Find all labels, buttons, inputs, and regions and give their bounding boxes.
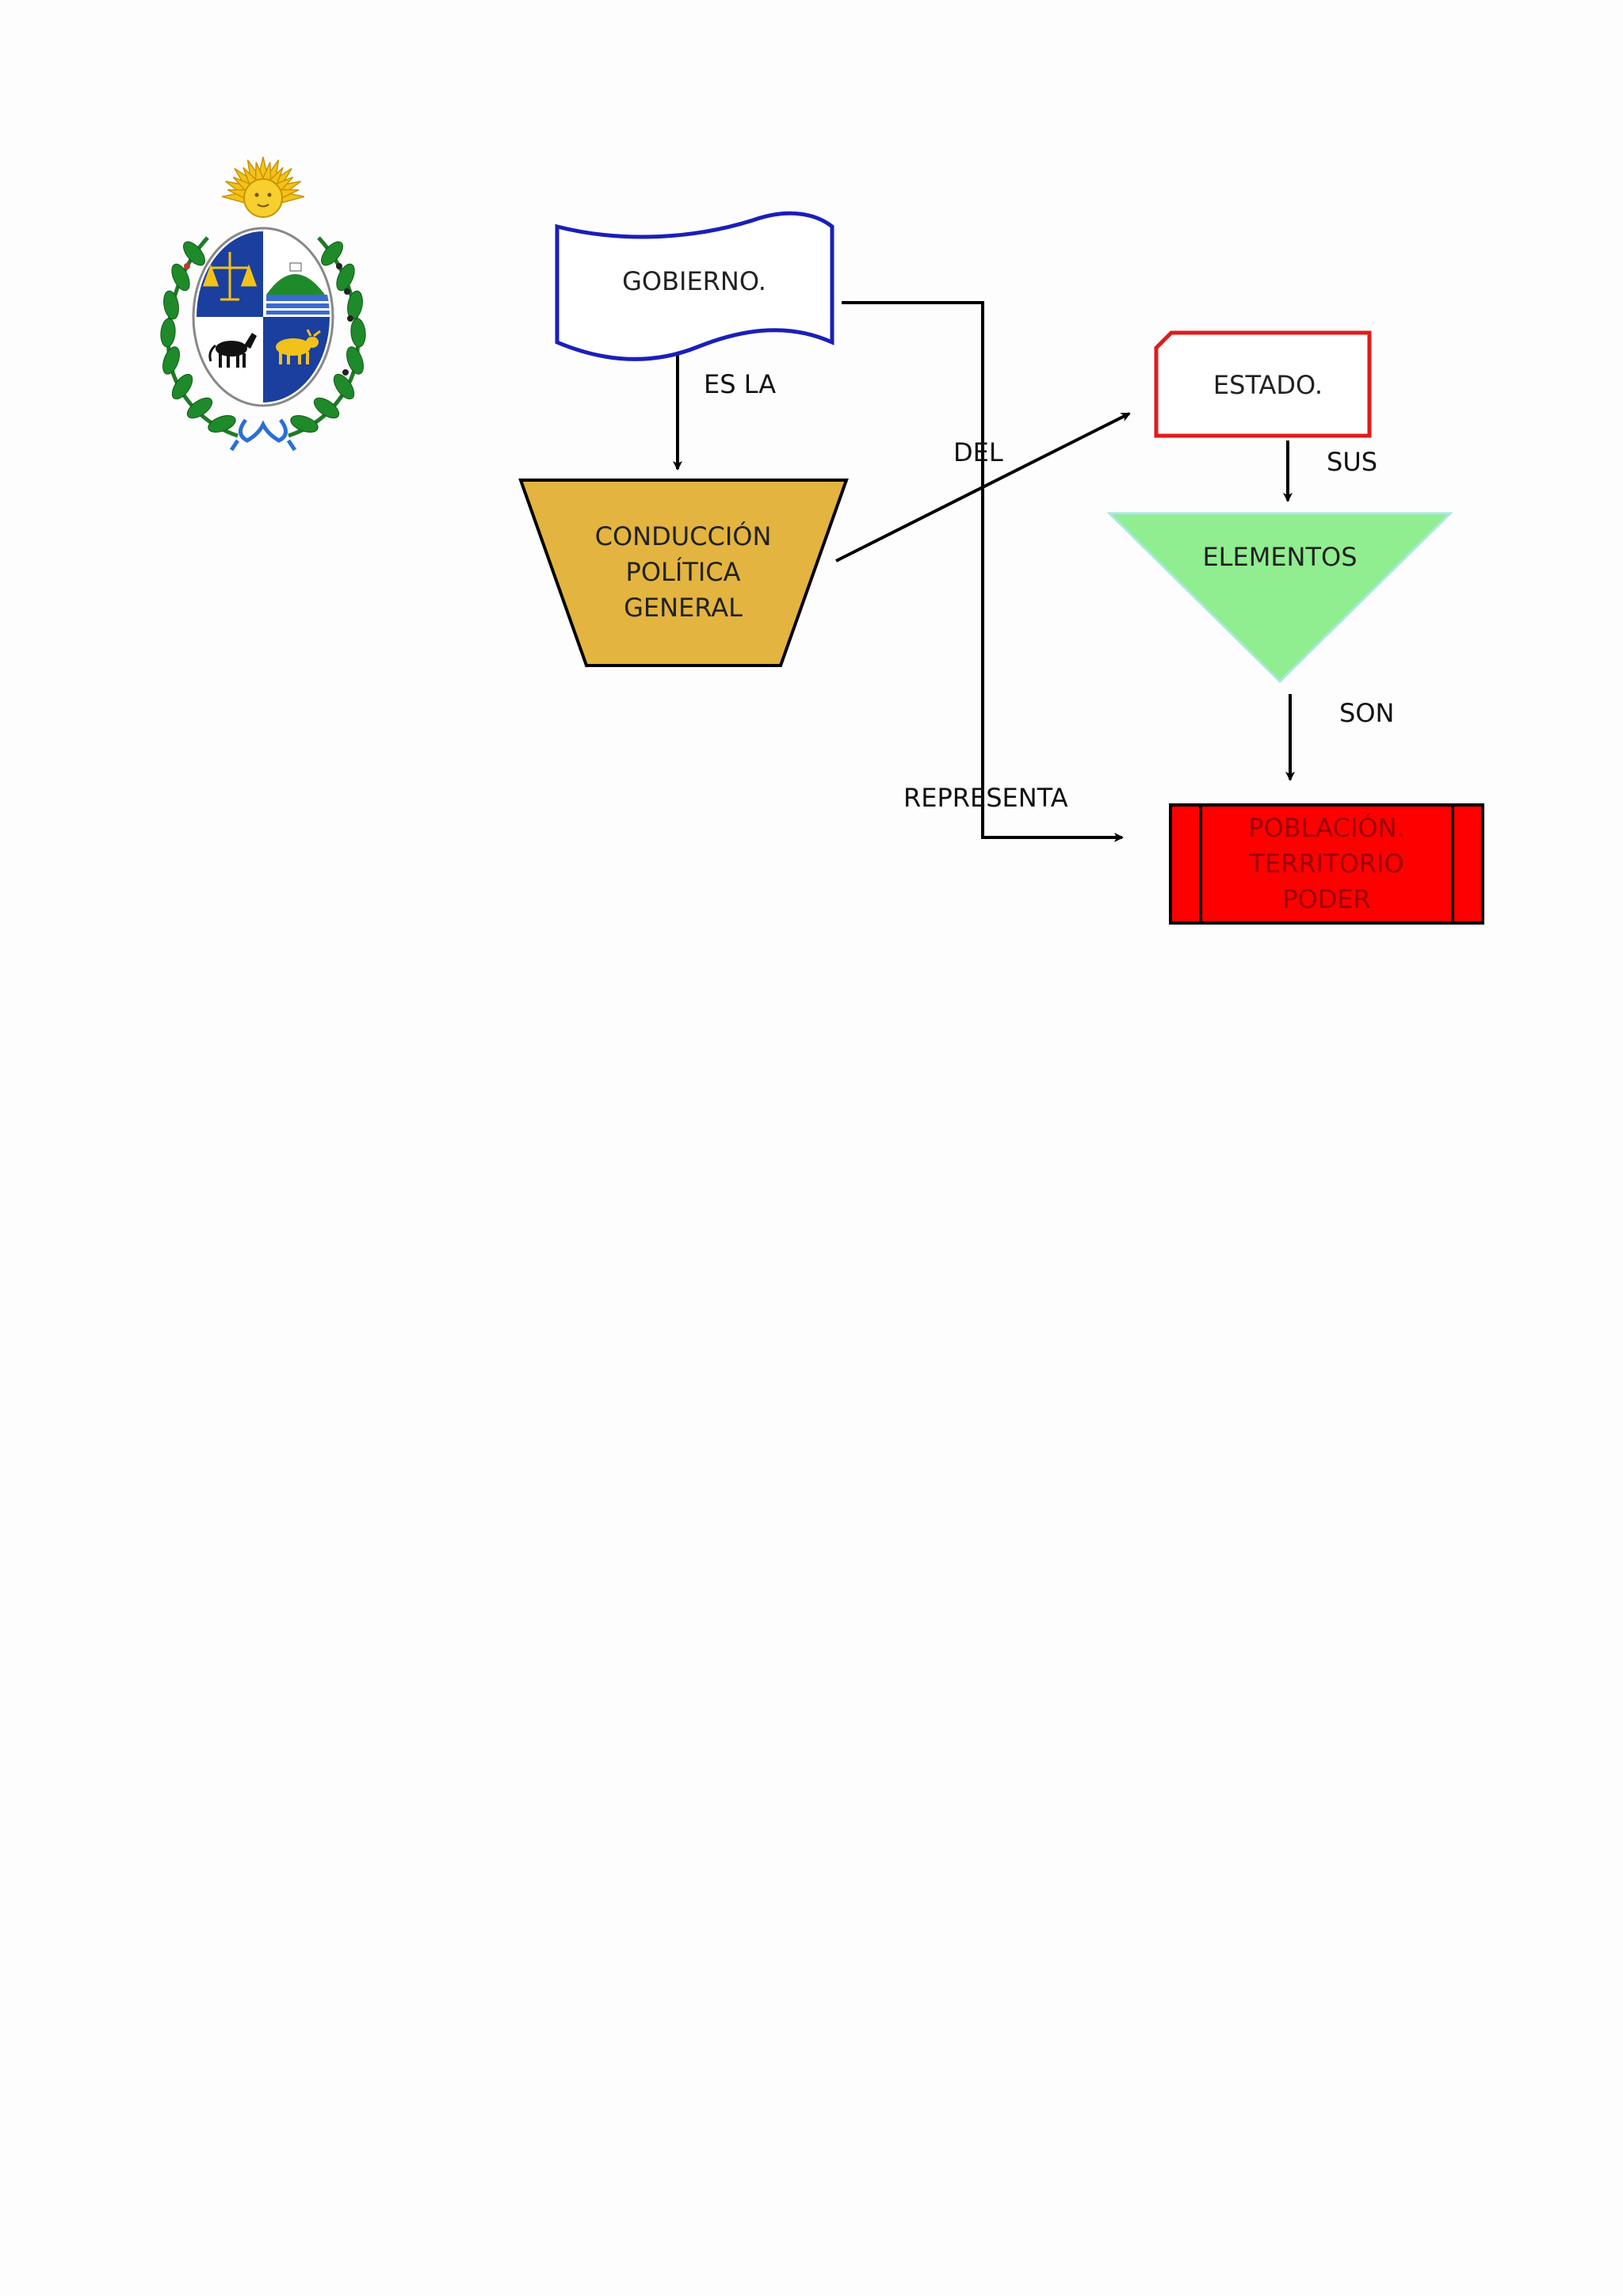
hill-icon	[266, 262, 330, 315]
gobierno-shape	[555, 211, 834, 361]
conduccion-line-3: GENERAL	[624, 593, 743, 623]
edge-label-es-la: ES LA	[704, 369, 776, 399]
poblacion-line-2: TERRITORIO	[1248, 849, 1403, 879]
node-conduccion: CONDUCCIÓN POLÍTICA GENERAL	[518, 479, 849, 667]
ribbon-icon	[229, 418, 297, 452]
edge-label-representa: REPRESENTA	[903, 783, 1068, 813]
horse-icon	[208, 333, 257, 368]
conduccion-shape	[518, 479, 849, 667]
elementos-label: ELEMENTOS	[1202, 542, 1357, 572]
estado-label: ESTADO.	[1213, 370, 1323, 400]
edge-label-del: DEL	[953, 437, 1003, 467]
conduccion-line-2: POLÍTICA	[626, 557, 741, 587]
elementos-shape	[1106, 512, 1453, 684]
estado-shape	[1154, 330, 1372, 438]
conduccion-line-1: CONDUCCIÓN	[595, 521, 772, 551]
node-poblacion: POBLACIÓN. TERRITORIO PODER	[1169, 803, 1484, 925]
sun-icon	[221, 156, 305, 218]
poblacion-shape	[1169, 803, 1484, 925]
ox-icon	[276, 329, 321, 364]
poblacion-line-3: PODER	[1282, 884, 1371, 914]
node-gobierno: GOBIERNO.	[555, 211, 834, 361]
scales-icon	[202, 252, 258, 301]
node-elementos: ELEMENTOS	[1106, 512, 1453, 684]
laurel-icon	[160, 236, 366, 438]
edge-gobierno-poblacion	[842, 301, 1124, 842]
gobierno-label: GOBIERNO.	[622, 266, 766, 296]
poblacion-line-1: POBLACIÓN.	[1248, 812, 1404, 843]
coat-of-arms-icon	[160, 156, 366, 452]
node-estado: ESTADO.	[1154, 330, 1372, 438]
edge-label-son: SON	[1339, 698, 1394, 728]
edge-label-sus: SUS	[1327, 447, 1377, 477]
shield-icon	[192, 227, 334, 407]
